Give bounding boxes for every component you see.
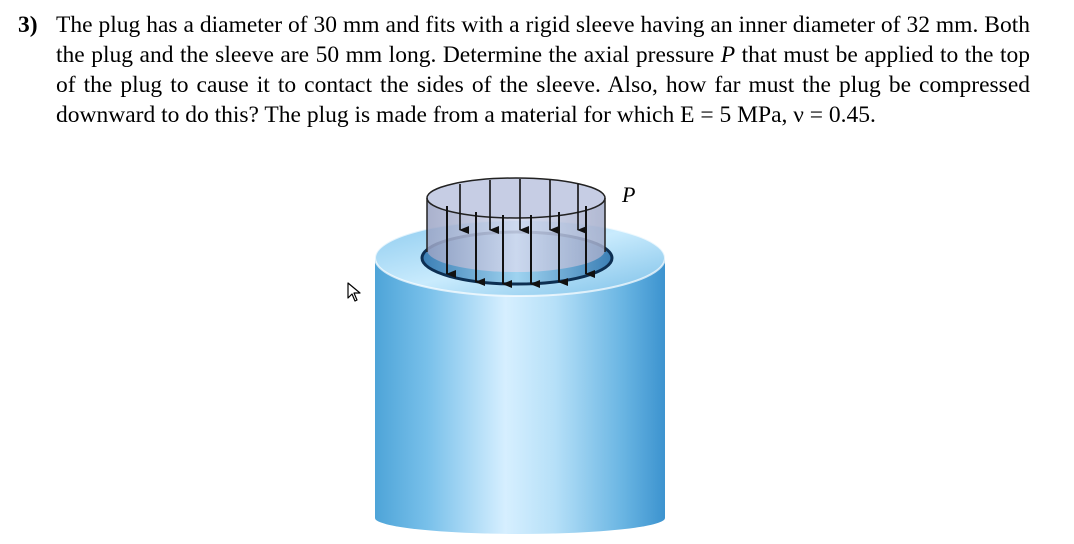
pressure-arrows-back [459,179,587,234]
plug-top [427,198,605,272]
pressure-symbol: P [720,42,736,68]
pressure-arrows [446,206,595,288]
pointer-cursor-icon [347,282,361,302]
problem-number: 3) [18,12,38,38]
load-label: P [621,182,635,207]
problem-text: The plug has a diameter of 30 mm and fit… [56,10,1030,130]
plug-sleeve-figure: P [374,177,666,534]
problem-text-part-1: The plug has a diameter of 30 mm and fit… [56,12,1030,68]
problem-statement: 3) The plug has a diameter of 30 mm and … [18,10,1030,130]
problem-text-part-2: that must be applied to the top of the p… [56,42,1030,128]
sleeve-body [375,258,665,534]
